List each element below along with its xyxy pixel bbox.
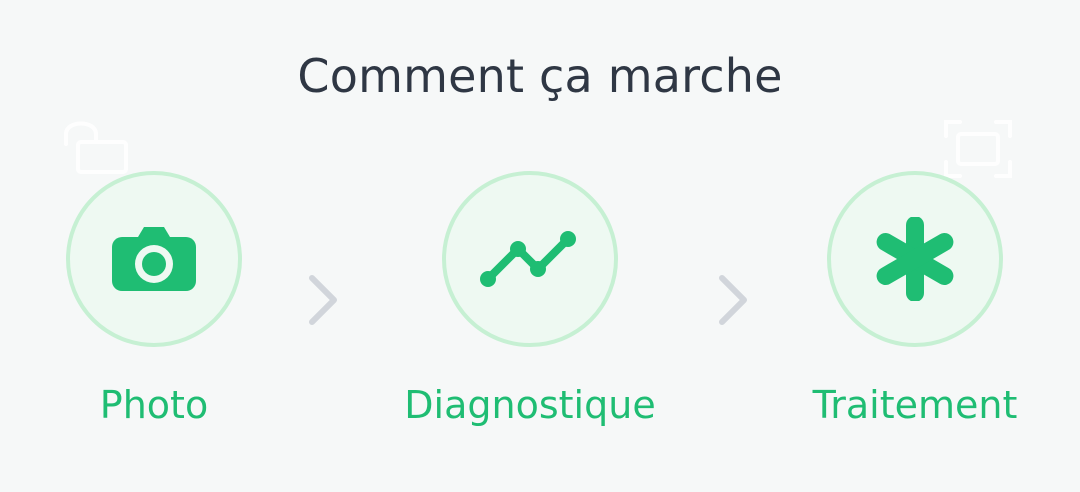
step-photo-label: Photo xyxy=(99,383,209,427)
chevron-right-icon xyxy=(306,274,340,326)
asterisk-icon xyxy=(876,217,954,301)
step-diagnostique-circle[interactable] xyxy=(442,171,618,347)
fullscreen-icon[interactable] xyxy=(942,118,1014,180)
page-title: Comment ça marche xyxy=(297,49,783,103)
step-photo-circle[interactable] xyxy=(66,171,242,347)
chevron-right-icon xyxy=(716,274,750,326)
line-chart-icon xyxy=(480,231,576,287)
camera-icon xyxy=(112,227,196,291)
step-traitement-circle[interactable] xyxy=(827,171,1003,347)
lock-icon[interactable] xyxy=(60,116,132,180)
step-traitement-label: Traitement xyxy=(812,383,1018,427)
step-diagnostique-label: Diagnostique xyxy=(404,383,656,427)
